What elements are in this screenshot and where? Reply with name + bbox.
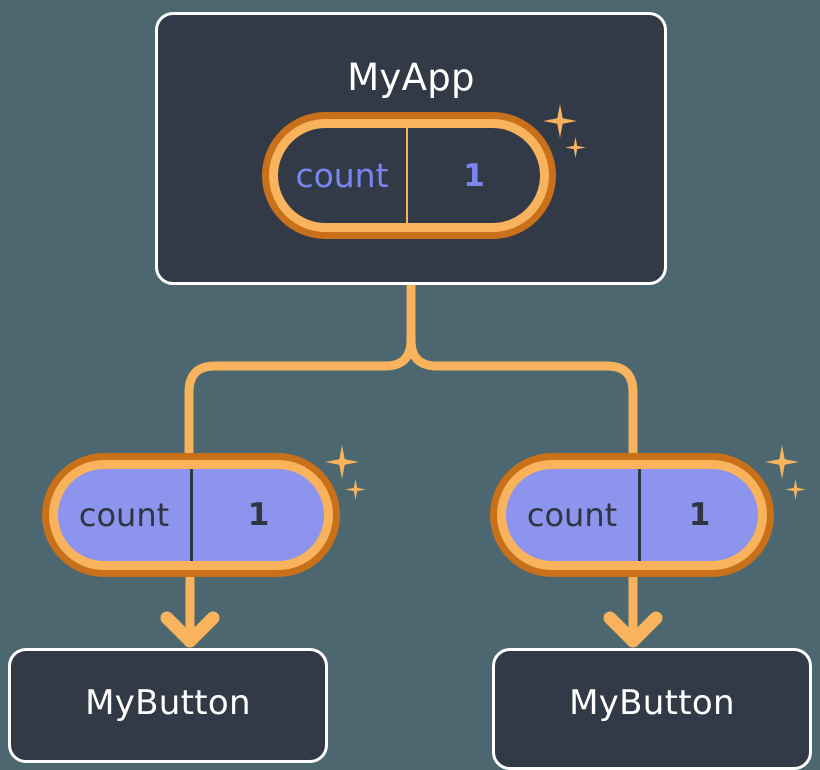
connector-branch-left [184,335,416,457]
component-card-title: MyApp [347,56,475,99]
component-card-mybutton-right[interactable]: MyButton [492,648,812,770]
pill-body: count 1 [278,128,540,223]
state-pill-myapp[interactable]: count 1 [262,112,556,239]
sparkle-icon [345,479,366,500]
component-card-mybutton-left[interactable]: MyButton [8,648,328,763]
arrowhead-left [160,611,220,648]
state-value-label: 1 [406,128,540,223]
component-card-title: MyButton [569,683,735,723]
sparkle-icon [785,479,806,500]
state-pill-right[interactable]: count 1 [490,453,774,577]
state-value-label: 1 [638,469,758,561]
connector-branch-right [406,335,638,457]
state-pill-left[interactable]: count 1 [42,453,340,577]
arrowhead-right [603,611,663,648]
state-key-label: count [78,496,170,534]
state-key-label: count [295,156,389,195]
state-value-label: 1 [190,469,324,561]
component-card-title: MyButton [85,683,251,723]
pill-body: count 1 [58,469,324,561]
pill-body: count 1 [506,469,758,561]
state-key-label: count [526,496,618,534]
